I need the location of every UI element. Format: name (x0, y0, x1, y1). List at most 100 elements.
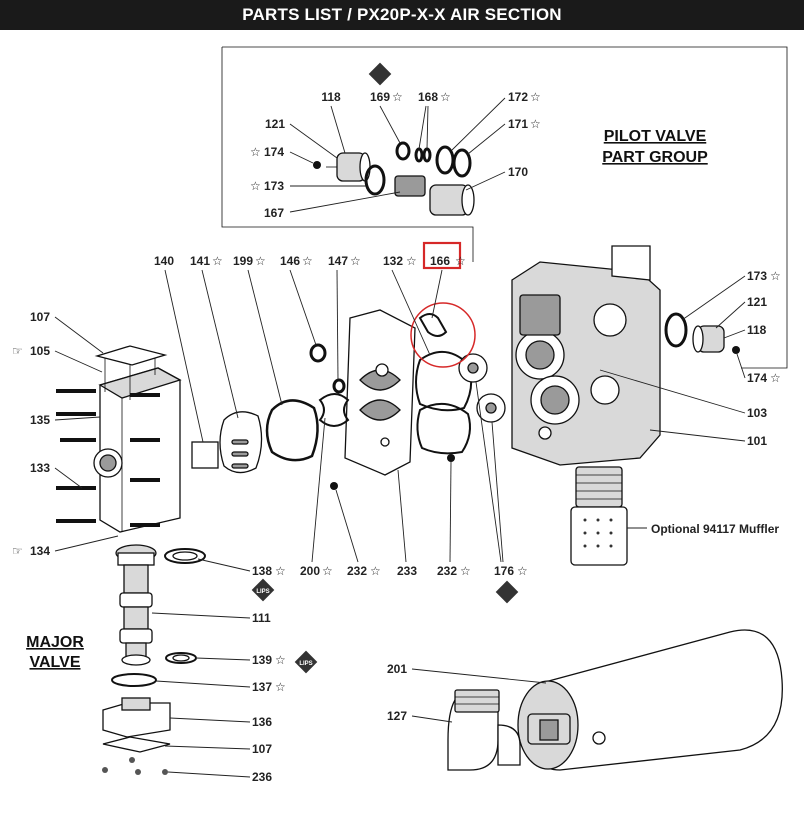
part-173-oring (364, 164, 386, 196)
major-valve-stack (102, 544, 206, 775)
svg-text:☆: ☆ (517, 564, 528, 578)
lips-badge-pilot (368, 62, 392, 86)
callout-107-bottom: 107 (252, 742, 272, 756)
pilot-group-frame-left (221, 47, 474, 262)
svg-text:☆: ☆ (770, 371, 781, 385)
part-168-rings (422, 147, 432, 163)
callout-172: 172 (508, 90, 528, 104)
callout-201: 201 (387, 662, 407, 676)
air-valve-block-135 (93, 345, 182, 533)
pilot-group-frame (222, 46, 788, 369)
hand-pointer-icon: ☞ (12, 544, 23, 558)
callout-174-right: 174 (747, 371, 767, 385)
callout-232: 232 (347, 564, 367, 578)
callout-136: 136 (252, 715, 272, 729)
part-172-ring (435, 145, 455, 175)
callout-132: 132 (383, 254, 403, 268)
lips-badge-176 (495, 580, 519, 604)
callout-118-right: 118 (747, 323, 767, 337)
svg-text:☆: ☆ (406, 254, 417, 268)
svg-text:☆: ☆ (250, 179, 261, 193)
svg-text:LIPS: LIPS (256, 589, 269, 595)
bolts-133 (56, 389, 160, 527)
pilot-parts-right (664, 312, 740, 354)
callout-168: 168 (418, 90, 438, 104)
callout-118: 118 (321, 90, 341, 104)
part-169-ring (395, 141, 411, 161)
svg-text:☆: ☆ (250, 145, 261, 159)
callout-133: 133 (30, 461, 50, 475)
callout-103: 103 (747, 406, 767, 420)
svg-text:☆: ☆ (530, 90, 541, 104)
callout-111: 111 (252, 611, 271, 625)
callout-199: 199 (233, 254, 253, 268)
svg-text:LIPS: LIPS (299, 661, 312, 667)
callout-141: 141 (190, 254, 210, 268)
muffler-label: Optional 94117 Muffler (651, 522, 779, 536)
callout-139: 139 (252, 653, 272, 667)
callout-138: 138 (252, 564, 272, 578)
callout-170: 170 (508, 165, 528, 179)
svg-text:☆: ☆ (275, 564, 286, 578)
callout-121-right: 121 (747, 295, 767, 309)
lips-badge-139: LIPS (294, 650, 318, 674)
major-valve-title-2: VALVE (30, 654, 81, 671)
main-callouts: 140 141 ☆ 199 ☆ 146 ☆ 147 ☆ 132 ☆ 166 ☆ … (12, 254, 781, 784)
hand-pointer-icon: ☞ (12, 344, 23, 358)
part-146 (309, 343, 327, 363)
svg-text:☆: ☆ (322, 564, 333, 578)
callout-167: 167 (264, 206, 284, 220)
highlight-box-166 (422, 241, 462, 270)
pilot-group-title-1: PILOT VALVE (604, 128, 707, 145)
title-bar (0, 0, 804, 30)
gasket-132-166 (330, 313, 506, 490)
muffler-94117 (570, 466, 647, 566)
callout-107-top: 107 (30, 310, 50, 324)
svg-text:☆: ☆ (460, 564, 471, 578)
callout-127: 127 (387, 709, 407, 723)
svg-text:☆: ☆ (455, 254, 466, 268)
callout-236: 236 (252, 770, 272, 784)
part-171-ring (452, 148, 472, 178)
callout-134: 134 (30, 544, 50, 558)
callout-233: 233 (397, 564, 417, 578)
svg-text:☆: ☆ (275, 680, 286, 694)
major-valve-title-1: MAJOR (26, 634, 84, 651)
svg-text:☆: ☆ (302, 254, 313, 268)
svg-text:☆: ☆ (255, 254, 266, 268)
callout-166: 166 (430, 254, 450, 268)
callout-171: 171 (508, 117, 528, 131)
gasket-plate-233 (344, 309, 416, 476)
callout-101: 101 (747, 434, 767, 448)
muffler-201-assembly (447, 629, 783, 771)
part-167-spool (394, 175, 426, 197)
part-200 (318, 393, 350, 427)
callout-135: 135 (30, 413, 50, 427)
callout-176: 176 (494, 564, 514, 578)
part-140 (191, 441, 219, 469)
callout-174: 174 (264, 145, 284, 159)
highlight-circle-166 (410, 302, 476, 368)
callout-140: 140 (154, 254, 174, 268)
part-174-oring (313, 161, 321, 169)
callout-173-right: 173 (747, 269, 767, 283)
callout-105: 105 (30, 344, 50, 358)
callout-121: 121 (265, 117, 285, 131)
callout-200: 200 (300, 564, 320, 578)
callout-137: 137 (252, 680, 272, 694)
part-199 (265, 399, 319, 462)
pilot-callouts: 118 169 ☆ 168 ☆ 172 ☆ 121 171 ☆ ☆ 174 ☆ … (250, 90, 541, 220)
svg-text:☆: ☆ (275, 653, 286, 667)
callout-147: 147 (328, 254, 348, 268)
callout-232: 232 (437, 564, 457, 578)
svg-text:☆: ☆ (392, 90, 403, 104)
page-title: PARTS LIST / PX20P-X-X AIR SECTION (242, 5, 562, 24)
svg-text:☆: ☆ (350, 254, 361, 268)
lips-badge-138: LIPS (251, 578, 275, 602)
seal-parts (191, 343, 350, 474)
center-body-101 (511, 245, 661, 466)
svg-text:☆: ☆ (212, 254, 223, 268)
svg-text:☆: ☆ (370, 564, 381, 578)
svg-text:☆: ☆ (770, 269, 781, 283)
